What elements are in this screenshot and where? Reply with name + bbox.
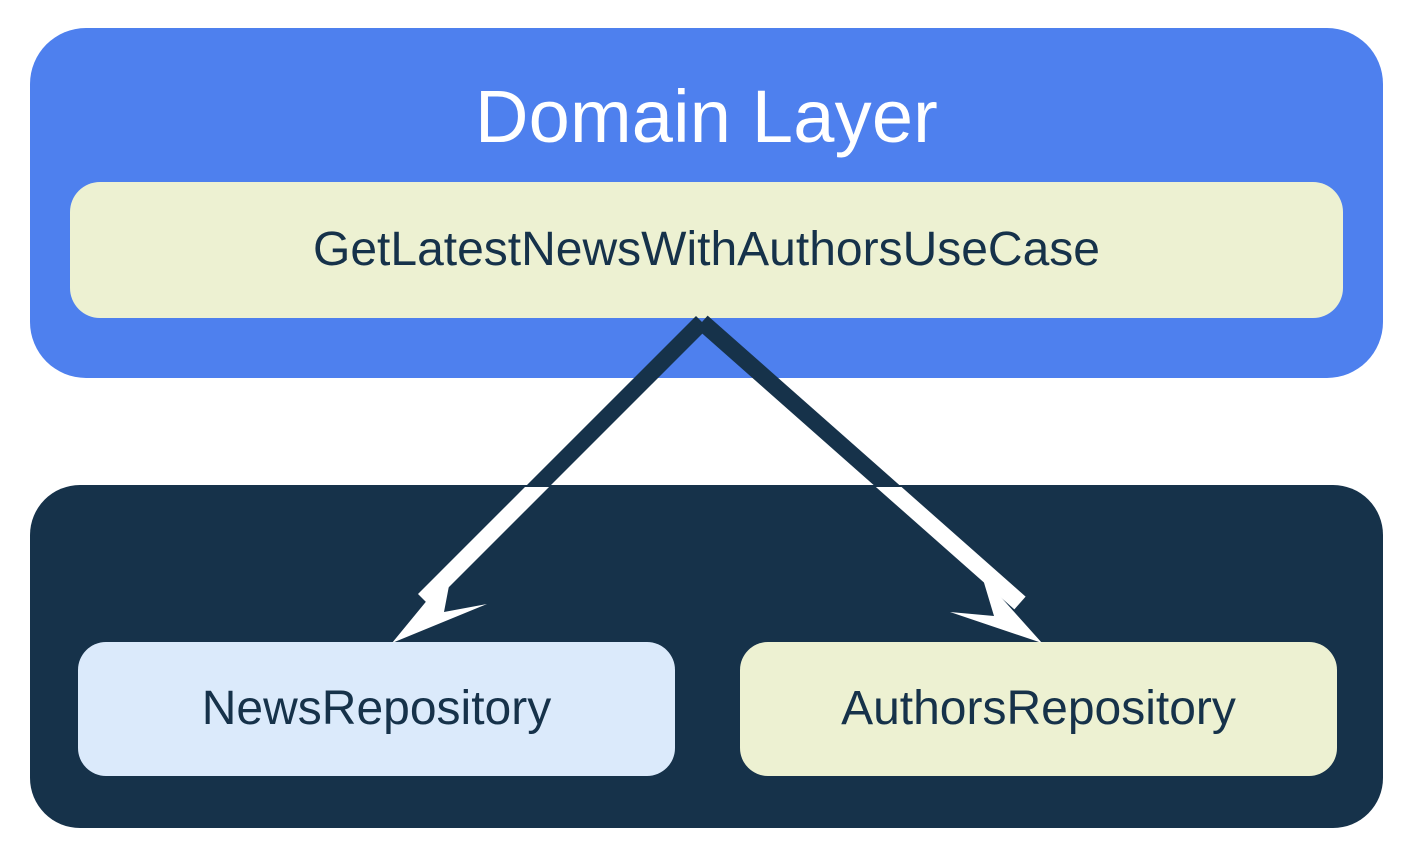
usecase-box-label: GetLatestNewsWithAuthorsUseCase [313,222,1100,276]
authors-repository-label: AuthorsRepository [841,681,1236,735]
usecase-box-get-latest-news-with-authors: GetLatestNewsWithAuthorsUseCase [70,182,1343,318]
domain-layer-title: Domain Layer [474,75,939,158]
news-repository-box: NewsRepository [78,642,675,776]
news-repository-label: NewsRepository [201,681,552,735]
authors-repository-box: AuthorsRepository [740,642,1337,776]
